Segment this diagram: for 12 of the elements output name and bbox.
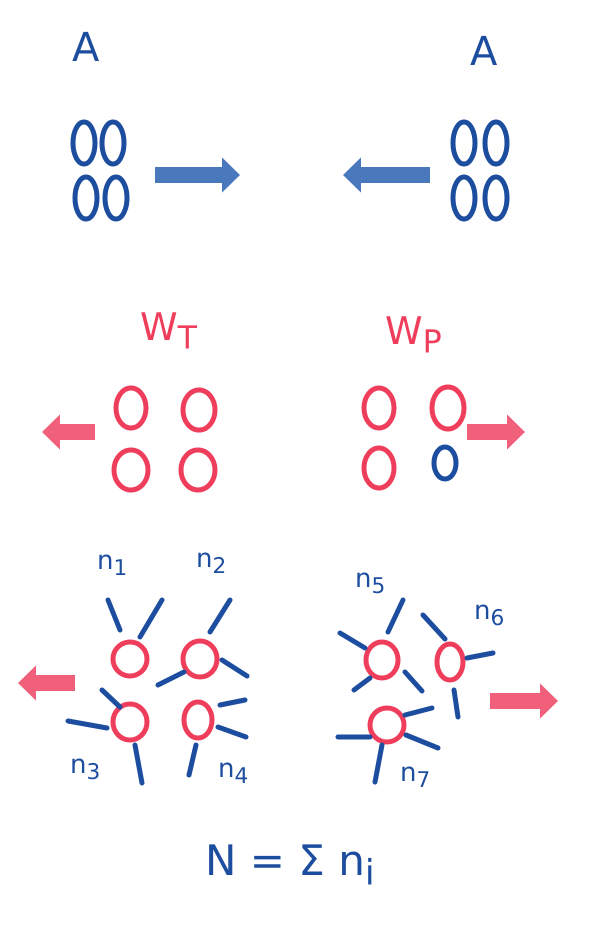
symbol-label: n$_{4}$ xyxy=(218,756,248,788)
symbol-label: W$_{T}$ xyxy=(140,308,197,356)
symbol-label: n$_{7}$ xyxy=(400,760,430,792)
symbol-label: n$_{2}$ xyxy=(196,546,226,578)
symbol-label: n$_{5}$ xyxy=(355,566,386,598)
symbol-label: n$_{3}$ xyxy=(70,752,100,784)
symbol-label: A xyxy=(72,28,100,68)
formula-text: N = Σ n$_{i}$ xyxy=(205,840,375,892)
symbol-label: A xyxy=(470,32,498,72)
symbol-label: n$_{6}$ xyxy=(474,598,504,630)
symbol-label: W$_{P}$ xyxy=(385,312,442,360)
symbol-label: n$_{1}$ xyxy=(97,548,128,580)
